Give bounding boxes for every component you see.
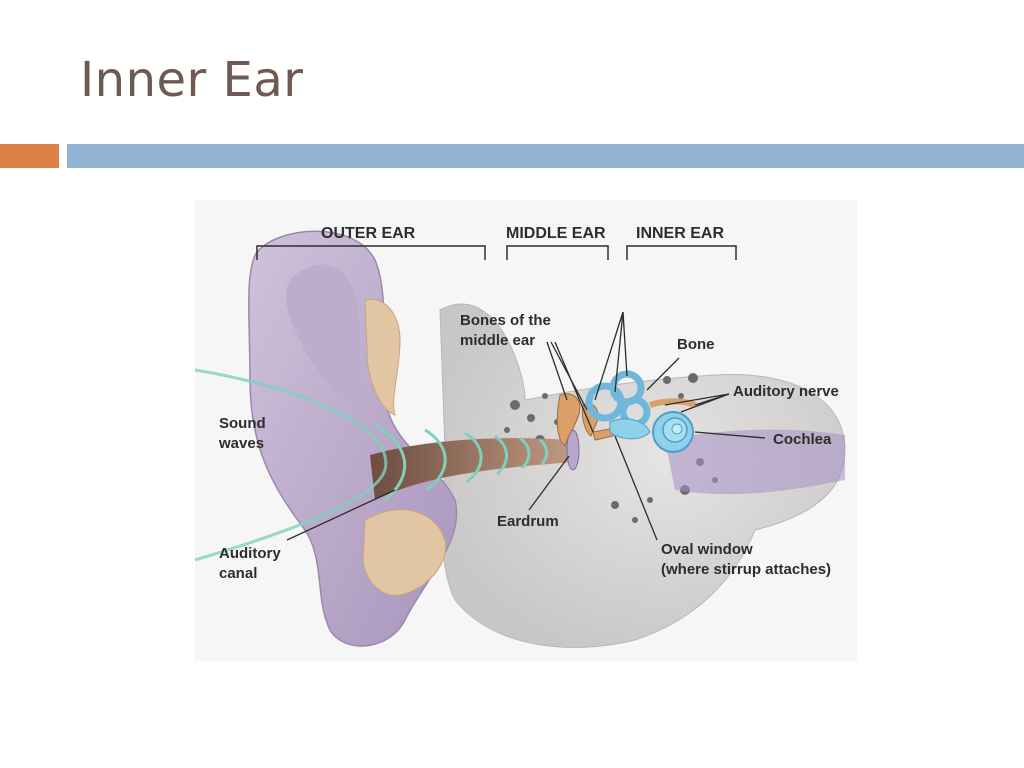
pinna-fold <box>285 264 365 410</box>
section-brackets <box>256 245 737 260</box>
label-cochlea: Cochlea <box>773 431 832 448</box>
outer-ear-bracket <box>256 245 486 260</box>
inner-ear-bracket <box>626 245 737 260</box>
label-middle-ear: MIDDLE EAR <box>506 225 606 242</box>
label-bones-line2: middle ear <box>460 332 535 349</box>
label-auditory-canal-line2: canal <box>219 565 257 582</box>
label-inner-ear: INNER EAR <box>636 225 724 242</box>
malleus <box>556 393 581 447</box>
middle-ear-bracket <box>506 245 609 260</box>
label-sound-line2: waves <box>218 435 264 452</box>
ear-anatomy-diagram: OUTER EAR MIDDLE EAR INNER EAR Bones of … <box>195 200 857 661</box>
label-oval-window-line1: Oval window <box>661 541 753 558</box>
vestibule <box>609 418 651 440</box>
cartilage-lower <box>362 509 447 596</box>
label-auditory-nerve: Auditory nerve <box>733 383 839 400</box>
label-bone: Bone <box>677 336 715 353</box>
label-outer-ear: OUTER EAR <box>321 225 416 242</box>
leader-lines <box>286 311 766 541</box>
nerve-band <box>665 429 845 495</box>
label-auditory-canal-line1: Auditory <box>219 545 281 562</box>
slide-title: Inner Ear <box>80 52 304 108</box>
cartilage-upper <box>364 298 401 416</box>
sound-waves <box>195 368 549 562</box>
label-sound-line1: Sound <box>219 415 266 432</box>
eardrum <box>566 429 580 471</box>
label-oval-window-line2: (where stirrup attaches) <box>661 561 831 578</box>
accent-bar-orange <box>0 144 59 168</box>
auditory-canal <box>370 438 573 500</box>
auditory-nerve-shape <box>649 398 697 408</box>
cochlea-shape <box>652 411 694 453</box>
label-eardrum: Eardrum <box>497 513 559 530</box>
accent-bar-blue <box>67 144 1024 168</box>
label-bones-line1: Bones of the <box>460 312 551 329</box>
